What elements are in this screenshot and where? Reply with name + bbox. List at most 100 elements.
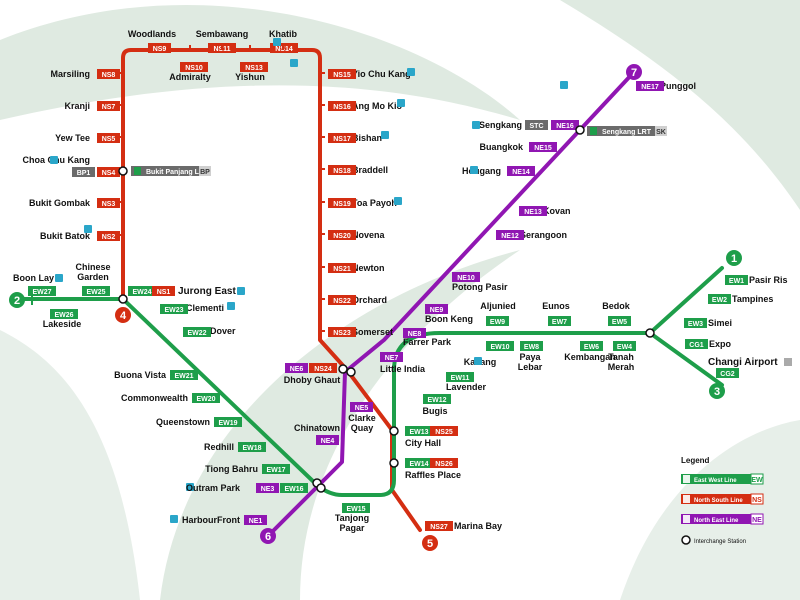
yiochukang-amenity-bus-icon	[407, 68, 415, 76]
bukitgombak-code-ns3: NS3	[97, 198, 120, 208]
tampines-label: Tampines	[732, 294, 773, 304]
woodlands-code-ns9: NS9	[148, 43, 171, 53]
outrampark-code-ne3: NE3	[256, 483, 279, 493]
svg-text:NS2: NS2	[102, 234, 116, 241]
svg-text:NS24: NS24	[314, 366, 332, 373]
changiairport-plane-icon	[784, 358, 792, 366]
tanjongpagar-code-ew15: EW15	[342, 503, 370, 513]
kranji-label: Kranji	[64, 101, 90, 111]
svg-text:NE15: NE15	[534, 145, 552, 152]
svg-text:North East Line: North East Line	[694, 518, 739, 524]
cityhall-interchange-marker[interactable]	[389, 426, 399, 436]
angmokio-code-ns16: NS16	[328, 101, 356, 111]
tampines-code-ew2: EW2	[708, 294, 731, 304]
yewtee-code-ns5: NS5	[97, 133, 120, 143]
ew-line-number-changi[interactable]: 3	[709, 383, 725, 399]
svg-text:NE5: NE5	[355, 405, 369, 412]
svg-text:NE8: NE8	[408, 331, 422, 338]
woodlands-label: Woodlands	[128, 29, 176, 39]
harbourfront-code-ne1: NE1	[244, 515, 267, 525]
svg-text:EW26: EW26	[54, 312, 73, 319]
farrerpark-label: Farrer Park	[403, 337, 452, 347]
cityhall-code-ns25: NS25	[430, 426, 458, 436]
ew-line-number-east[interactable]: 1	[726, 250, 742, 266]
outrampark-code-ew16: EW16	[280, 483, 308, 493]
yishun-amenity-bus-icon	[290, 59, 298, 67]
ns-line-number-south[interactable]: 5	[422, 535, 438, 551]
svg-text:NE17: NE17	[641, 84, 659, 91]
bishan-label: Bishan	[352, 133, 382, 143]
jurongeast-label: Jurong East	[178, 286, 236, 297]
dhobyghaut-ns-interchange-marker[interactable]	[346, 367, 356, 377]
ne-line-number-south[interactable]: 6	[260, 528, 276, 544]
kovan-code-ne13: NE13	[519, 206, 547, 216]
khatib-amenity-bus-icon	[273, 38, 281, 46]
rafflesplace-interchange-marker[interactable]	[389, 458, 399, 468]
marsiling-code-ns8: NS8	[97, 69, 120, 79]
jurongeast-code-ns1: NS1	[152, 286, 175, 296]
svg-text:NE10: NE10	[457, 275, 475, 282]
dhobyghaut-ne-interchange-marker[interactable]	[338, 364, 348, 374]
choachukang-interchange-marker[interactable]	[118, 166, 128, 176]
svg-text:NS5: NS5	[102, 136, 116, 143]
tiongbahru-code-ew17: EW17	[262, 464, 290, 474]
svg-text:EW18: EW18	[242, 445, 261, 452]
ne-line-number-north[interactable]: 7	[626, 64, 642, 80]
novena-code-ns20: NS20	[328, 230, 356, 240]
yiochukang-code-ns15: NS15	[328, 69, 356, 79]
svg-text:EW22: EW22	[187, 330, 206, 337]
queenstown-code-ew19: EW19	[214, 417, 242, 427]
buangkok-label: Buangkok	[479, 142, 524, 152]
svg-text:NS7: NS7	[102, 104, 116, 111]
hougang-bus-icon	[470, 166, 478, 174]
expo-code-cg1: CG1	[685, 339, 708, 349]
svg-text:NE1: NE1	[249, 518, 263, 525]
ew-line-number-west[interactable]: 2	[9, 292, 25, 308]
svg-text:CG2: CG2	[720, 371, 735, 378]
ns-line-number-west[interactable]: 4	[115, 307, 131, 323]
clarkequay-code-ne5: NE5	[350, 402, 373, 412]
rafflesplace-code-ew14: EW14	[405, 458, 433, 468]
cityhall-label: City Hall	[405, 438, 441, 448]
svg-text:EW6: EW6	[584, 344, 599, 351]
braddell-label: Braddell	[352, 165, 388, 175]
admiralty-label: Admiralty	[169, 72, 211, 82]
svg-text:NS20: NS20	[333, 233, 351, 240]
svg-text:NS27: NS27	[430, 524, 448, 531]
svg-text:NS21: NS21	[333, 266, 351, 273]
hougang-code-ne14: NE14	[507, 166, 535, 176]
sengkang-label: Sengkang	[479, 120, 522, 130]
toapayoh-label: Toa Payoh	[352, 198, 397, 208]
toapayoh-amenity-bus-icon	[394, 197, 402, 205]
dover-label: Dover	[210, 326, 236, 336]
yishun-label: Yishun	[235, 72, 265, 82]
farrerpark-code-ne8: NE8	[403, 328, 426, 338]
sengkang-code-stc: STC	[525, 120, 548, 130]
punggol-label: Punggol	[660, 81, 696, 91]
novena-label: Novena	[352, 230, 386, 240]
jurongeast-bus-icon	[237, 287, 245, 295]
pasirris-label: Pasir Ris	[749, 275, 788, 285]
tanahmerah-interchange-marker[interactable]	[645, 328, 655, 338]
svg-text:BP: BP	[200, 169, 210, 176]
queenstown-label: Queenstown	[156, 417, 210, 427]
sengkang-interchange-marker[interactable]	[575, 125, 585, 135]
marsiling-label: Marsiling	[50, 69, 90, 79]
svg-text:NS1: NS1	[157, 289, 171, 296]
svg-text:NE16: NE16	[556, 123, 574, 130]
svg-text:Interchange Station: Interchange Station	[694, 539, 746, 545]
expo-label: Expo	[709, 339, 732, 349]
svg-text:EW3: EW3	[688, 321, 703, 328]
jurongeast-interchange-marker[interactable]	[118, 294, 128, 304]
outrampark-b-interchange-marker[interactable]	[316, 483, 326, 493]
chinatown-label: Chinatown	[294, 423, 340, 433]
svg-text:EW27: EW27	[32, 289, 51, 296]
svg-text:NS13: NS13	[245, 65, 263, 72]
svg-text:NS19: NS19	[333, 201, 351, 208]
svg-text:EW7: EW7	[552, 319, 567, 326]
